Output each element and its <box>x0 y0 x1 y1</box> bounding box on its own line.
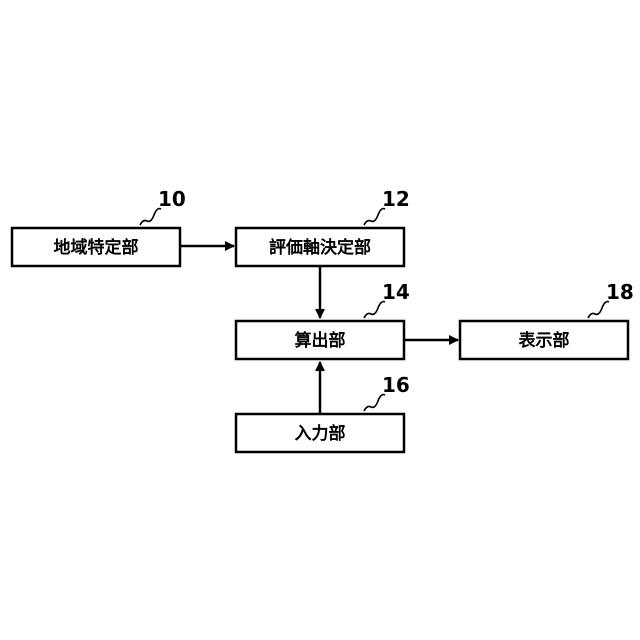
ref-number-12: 12 <box>382 187 410 211</box>
block-display-label: 表示部 <box>519 330 570 351</box>
block-input-label: 入力部 <box>295 423 346 444</box>
leader-line-10 <box>140 209 161 225</box>
block-input: 入力部 16 <box>236 373 410 452</box>
block-calculation: 算出部 14 <box>236 280 410 359</box>
ref-number-16: 16 <box>382 373 410 397</box>
block-region-identification-label: 地域特定部 <box>54 237 139 258</box>
leader-line-16 <box>364 395 385 411</box>
leader-line-14 <box>364 302 385 318</box>
block-evaluation-axis: 評価軸決定部 12 <box>236 187 410 266</box>
block-region-identification: 地域特定部 10 <box>12 187 186 266</box>
block-display: 表示部 18 <box>460 280 634 359</box>
ref-number-14: 14 <box>382 280 410 304</box>
ref-number-18: 18 <box>606 280 634 304</box>
block-evaluation-axis-label: 評価軸決定部 <box>269 237 371 258</box>
leader-line-12 <box>364 209 385 225</box>
ref-number-10: 10 <box>158 187 186 211</box>
block-calculation-label: 算出部 <box>294 330 346 351</box>
leader-line-18 <box>588 302 609 318</box>
